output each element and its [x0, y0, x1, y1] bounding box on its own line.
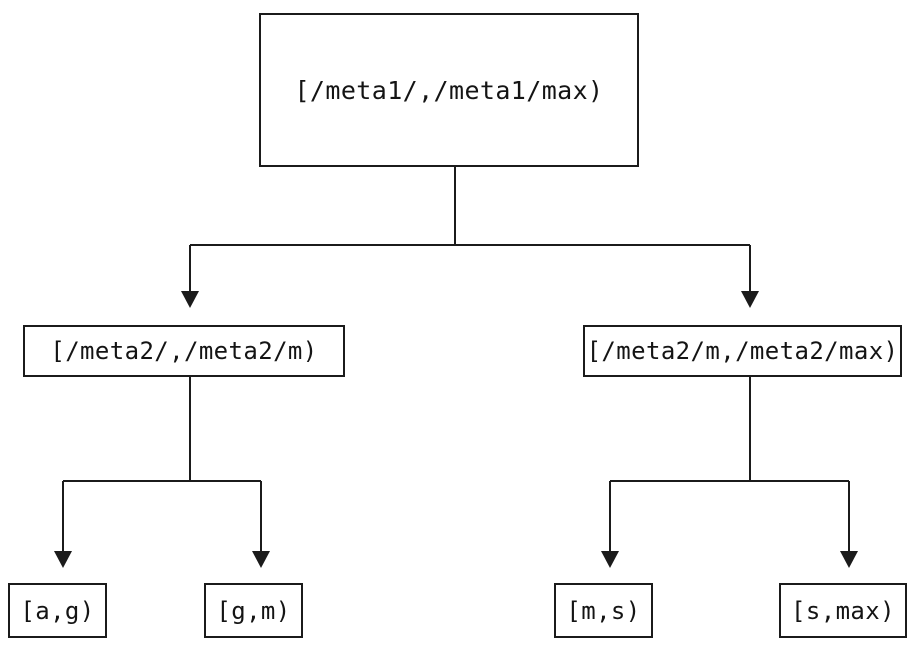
arrowhead-left-node-icon: [181, 291, 199, 308]
node-leaf-gm-label: [g,m): [216, 596, 291, 625]
node-leaf-gm: [g,m): [204, 583, 303, 638]
arrowhead-leaf-gm-icon: [252, 551, 270, 568]
node-leaf-smax: [s,max): [779, 583, 907, 638]
node-meta2-left: [/meta2/,/meta2/m): [23, 325, 345, 377]
node-meta2-right-label: [/meta2/m,/meta2/max): [586, 337, 899, 365]
node-root: [/meta1/,/meta1/max): [259, 13, 639, 167]
arrowhead-right-node-icon: [741, 291, 759, 308]
node-leaf-smax-label: [s,max): [791, 596, 895, 625]
node-leaf-ag: [a,g): [8, 583, 107, 638]
node-leaf-ag-label: [a,g): [20, 596, 95, 625]
node-meta2-left-label: [/meta2/,/meta2/m): [50, 337, 318, 365]
node-meta2-right: [/meta2/m,/meta2/max): [583, 325, 902, 377]
node-root-label: [/meta1/,/meta1/max): [294, 75, 604, 105]
arrowhead-leaf-ag-icon: [54, 551, 72, 568]
arrowhead-leaf-ms-icon: [601, 551, 619, 568]
arrowhead-leaf-smax-icon: [840, 551, 858, 568]
node-leaf-ms-label: [m,s): [566, 596, 641, 625]
node-leaf-ms: [m,s): [554, 583, 653, 638]
